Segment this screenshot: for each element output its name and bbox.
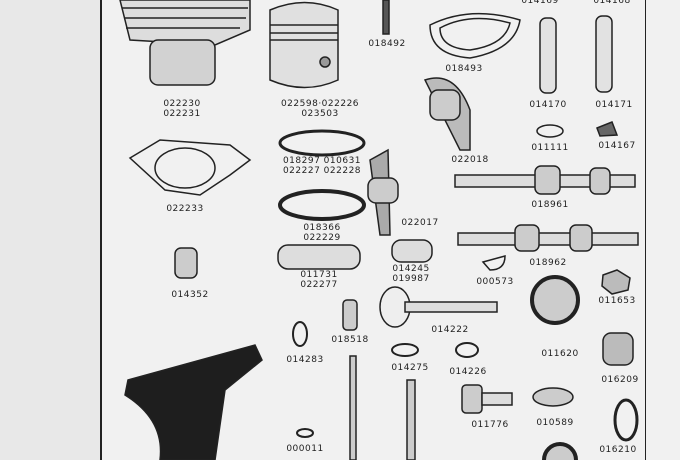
woodruff-key-drawing xyxy=(481,255,506,271)
part-number-pinion: 016209 xyxy=(601,375,639,385)
part-number-piston: 022598·022226 xyxy=(280,99,360,109)
part-number-piston: 023503 xyxy=(301,109,339,119)
valve-drawing xyxy=(379,286,498,328)
tappet-guides-drawing xyxy=(539,15,613,94)
part-number-cam-follower-lower: 022017 xyxy=(401,218,439,228)
pinion-drawing xyxy=(602,332,634,366)
part-number-thrust-washer: 010589 xyxy=(536,418,574,428)
clip-drawing xyxy=(596,121,619,137)
washer-drawing xyxy=(391,343,419,357)
part-number-cam-gear: 011620 xyxy=(541,349,579,359)
small-tube-drawing xyxy=(342,299,358,331)
part-number-cylinder-barrel: 022230 xyxy=(163,99,201,109)
cylinder-barrel-drawing xyxy=(119,0,251,86)
part-number-piston-ring: 018297 010631 xyxy=(282,156,362,166)
left-border-line xyxy=(100,0,102,460)
part-number-stud: 018492 xyxy=(368,39,406,49)
right-border-line xyxy=(645,0,646,460)
part-number-base-gasket: 022233 xyxy=(166,204,204,214)
cam-follower-lower-drawing xyxy=(367,148,399,236)
part-number-piston-ring: 022227 022228 xyxy=(282,166,362,176)
piston-drawing xyxy=(269,1,339,89)
part-number-bush-flanged: 014352 xyxy=(171,290,209,300)
part-number-scraper-ring: 022229 xyxy=(303,233,341,243)
part-number-spindle-tube: 011731 xyxy=(300,270,338,280)
part-number-tappet-guide-left: 014170 xyxy=(529,100,567,110)
part-number-cylinder-barrel: 022231 xyxy=(163,109,201,119)
part-number-rocker-cover-gasket: 018493 xyxy=(445,64,483,74)
thrust-washer-drawing xyxy=(532,387,574,407)
pushrods-drawing xyxy=(349,355,416,460)
part-number-woodruff-key: 000573 xyxy=(476,277,514,287)
scraper-ring-drawing xyxy=(278,189,366,221)
gear-bottom-drawing xyxy=(542,442,578,460)
small-washer-drawing xyxy=(296,428,314,438)
bush-drawing xyxy=(391,239,433,263)
spring-washer-drawing xyxy=(455,342,479,358)
part-number-spring-washer: 014226 xyxy=(449,367,487,377)
part-number-nut: 011653 xyxy=(598,296,636,306)
part-number-tappet-guide-right: 014171 xyxy=(595,100,633,110)
seal-drawing xyxy=(613,398,639,442)
part-number-small-washer: 000011 xyxy=(286,444,324,454)
cam-gear-drawing xyxy=(530,275,580,325)
part-number-small-tube: 018518 xyxy=(331,335,369,345)
part-number-scraper-ring: 018366 xyxy=(303,223,341,233)
bolt-drawing xyxy=(461,384,513,414)
part-number-bush: 014245 xyxy=(392,264,430,274)
part-number-washer: 014275 xyxy=(391,363,429,373)
part-number-circlip: 014283 xyxy=(286,355,324,365)
cam-follower-upper-drawing xyxy=(423,77,471,151)
page-margin xyxy=(0,0,101,460)
part-number-pin-top-right: 014168 xyxy=(593,0,631,6)
spindle-tube-drawing xyxy=(277,244,361,270)
stud-drawing xyxy=(382,0,390,35)
part-number-valve: 014222 xyxy=(431,325,469,335)
part-number-camshaft-lower: 018962 xyxy=(529,258,567,268)
part-number-cam-follower-upper: 022018 xyxy=(451,155,489,165)
part-number-spindle-tube: 022277 xyxy=(300,280,338,290)
base-gasket-drawing xyxy=(128,139,252,196)
nut-drawing xyxy=(601,269,631,295)
piston-ring-drawing xyxy=(278,129,366,157)
part-number-camshaft-upper: 018961 xyxy=(531,200,569,210)
o-ring-drawing xyxy=(536,124,564,138)
part-number-bush: 019987 xyxy=(392,274,430,284)
part-number-clip: 014167 xyxy=(598,141,636,151)
part-number-pin-top-left: 014169 xyxy=(521,0,559,6)
camshaft-lower-drawing xyxy=(457,224,639,252)
part-number-bolt: 011776 xyxy=(471,420,509,430)
circlip-drawing xyxy=(292,321,308,347)
part-number-o-ring: 011111 xyxy=(531,143,569,153)
part-number-seal: 016210 xyxy=(599,445,637,455)
camshaft-upper-drawing xyxy=(454,165,636,195)
bush-flanged-drawing xyxy=(174,247,198,279)
mounting-bracket-drawing xyxy=(124,344,263,460)
rocker-cover-gasket-drawing xyxy=(429,12,521,59)
